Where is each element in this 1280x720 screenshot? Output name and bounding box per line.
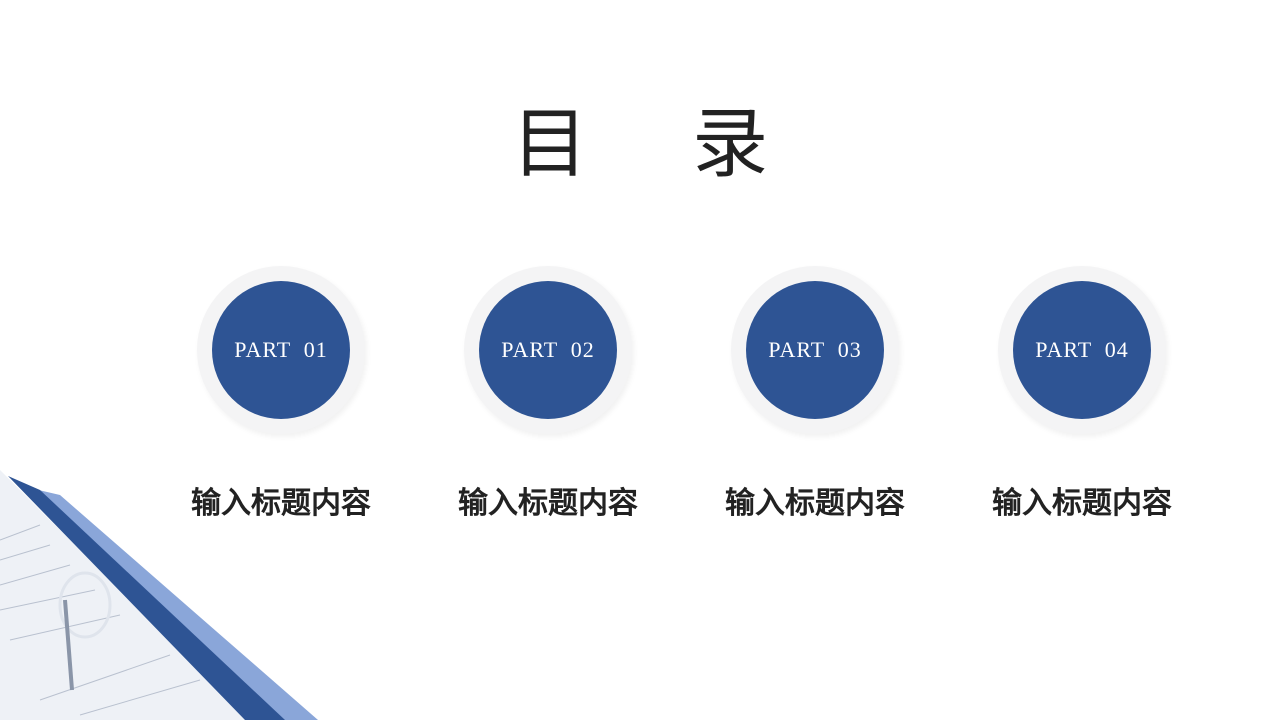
part-badge: PART 02 bbox=[479, 281, 617, 419]
part-badge: PART 04 bbox=[1013, 281, 1151, 419]
page-title: 目 录 bbox=[511, 99, 809, 188]
part-badge: PART 03 bbox=[746, 281, 884, 419]
part-label: 输入标题内容 bbox=[191, 486, 371, 521]
part-label: 输入标题内容 bbox=[725, 486, 905, 521]
part-item-3[interactable]: PART 03 输入标题内容 bbox=[695, 266, 935, 522]
part-label: 输入标题内容 bbox=[458, 486, 638, 521]
part-ring: PART 04 bbox=[998, 266, 1166, 434]
part-ring: PART 02 bbox=[464, 266, 632, 434]
part-item-2[interactable]: PART 02 输入标题内容 bbox=[428, 266, 668, 522]
part-item-4[interactable]: PART 04 输入标题内容 bbox=[962, 266, 1202, 522]
part-label: 输入标题内容 bbox=[992, 486, 1172, 521]
part-badge: PART 01 bbox=[212, 281, 350, 419]
part-ring: PART 03 bbox=[731, 266, 899, 434]
dark-blue-stripe bbox=[8, 476, 285, 720]
part-item-1[interactable]: PART 01 输入标题内容 bbox=[161, 266, 401, 522]
part-ring: PART 01 bbox=[197, 266, 365, 434]
light-blue-stripe bbox=[30, 488, 318, 720]
